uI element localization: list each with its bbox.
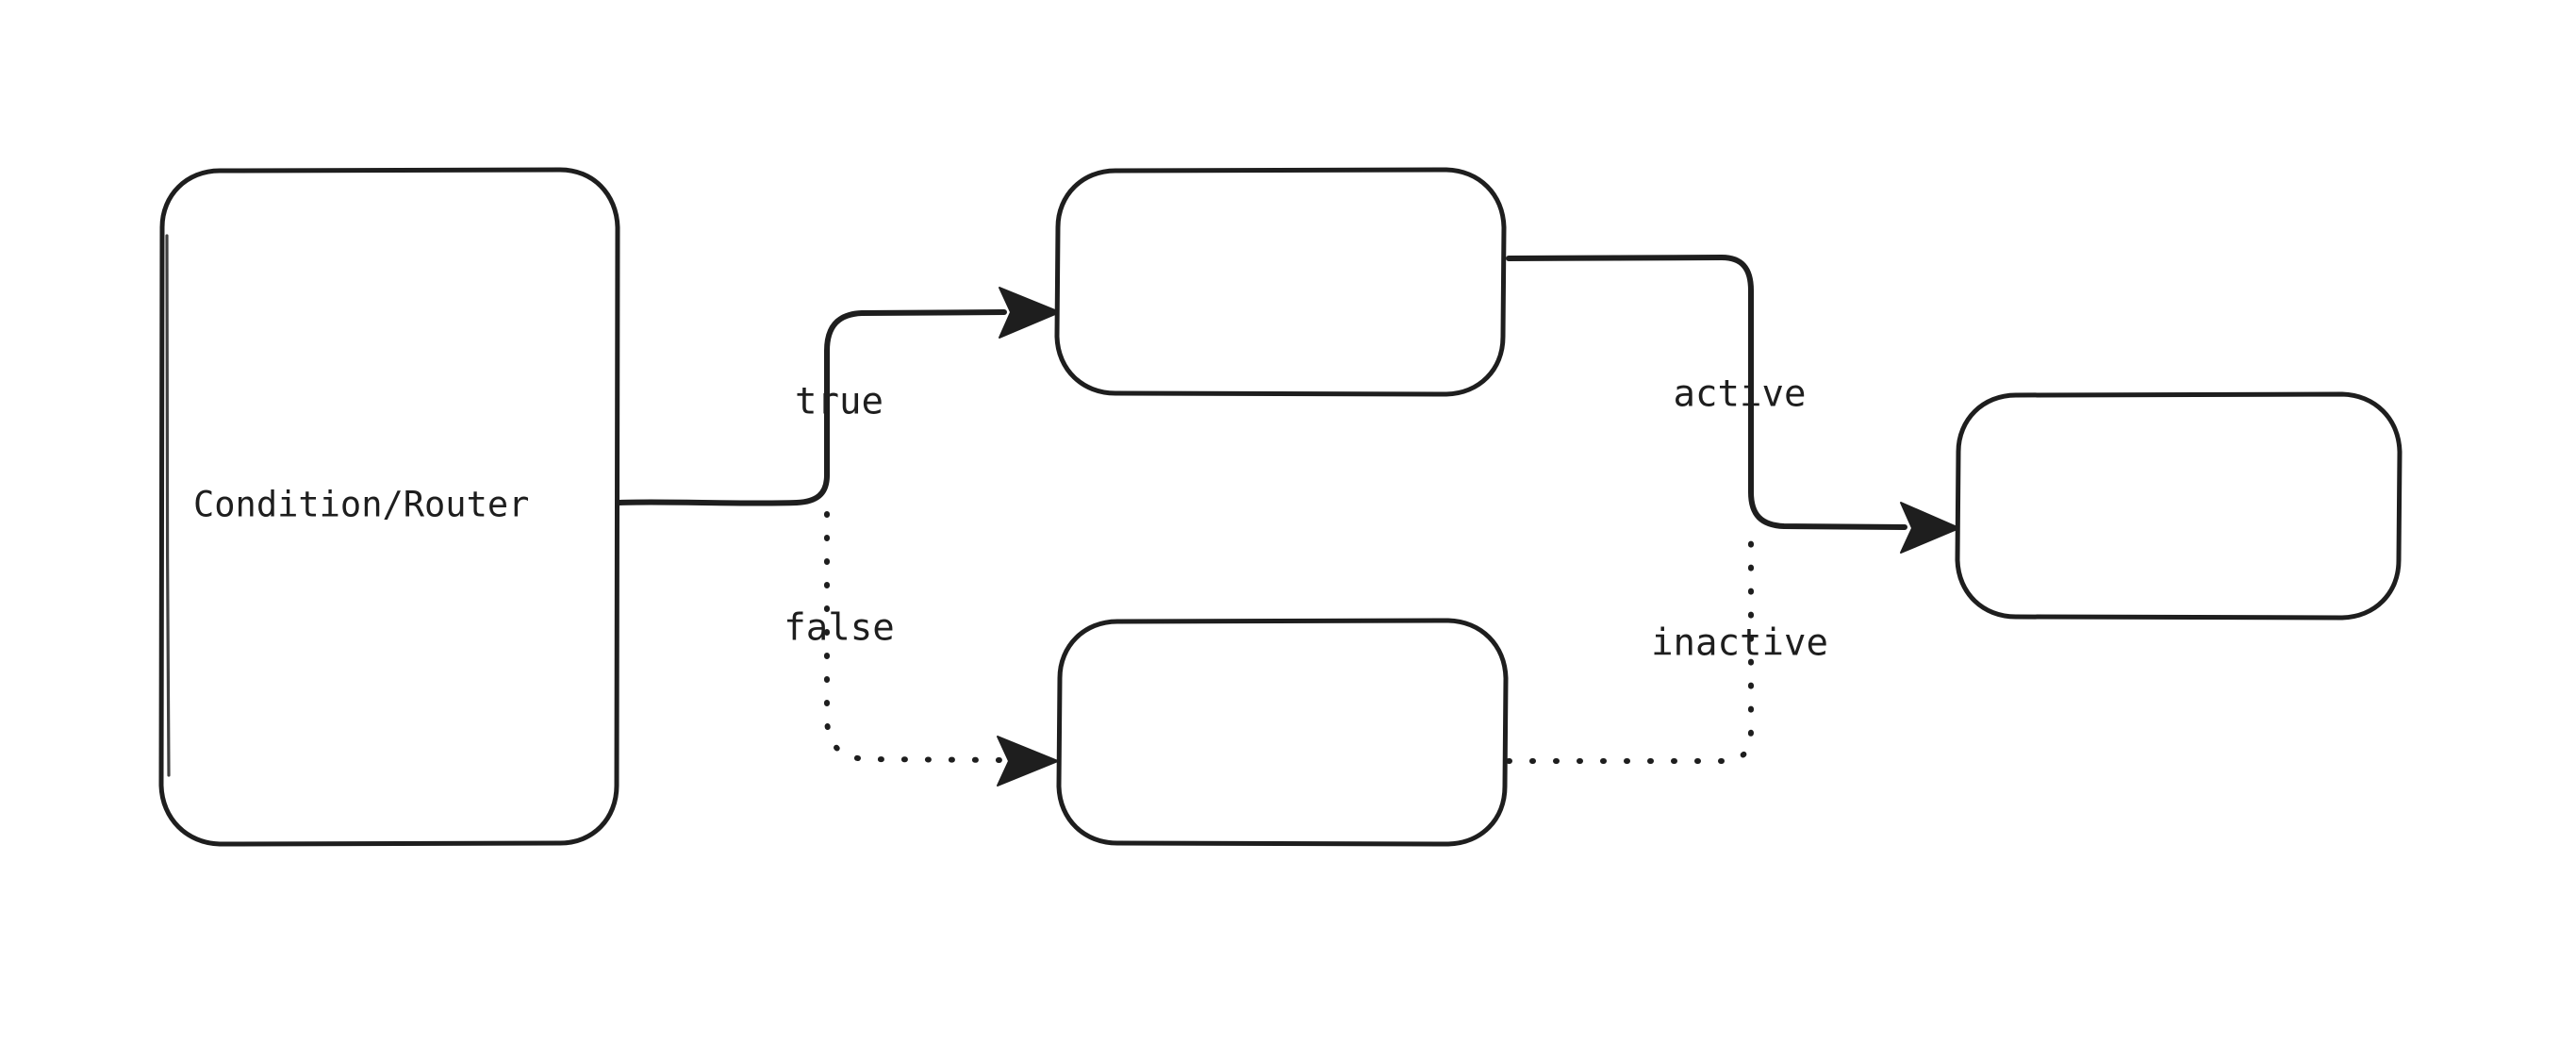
node-false-branch[interactable]	[1056, 618, 1509, 847]
edge-inactive-line	[1506, 539, 1754, 764]
edge-false-arrowhead	[997, 736, 1059, 787]
node-true-branch-shape	[1054, 167, 1507, 397]
node-condition-router-label: Condition/Router	[193, 485, 529, 525]
node-condition-router-shape-sketch	[165, 234, 171, 777]
edge-true-label: true	[795, 381, 883, 423]
edge-inactive[interactable]: inactive	[1506, 539, 1828, 764]
node-condition-router-shape	[158, 167, 620, 847]
node-merge[interactable]	[1955, 391, 2403, 621]
node-condition-router[interactable]: Condition/Router	[158, 167, 620, 847]
edge-active[interactable]: active	[1506, 255, 1960, 554]
node-false-branch-shape	[1056, 618, 1509, 847]
edge-false-line	[824, 511, 1004, 763]
node-true-branch[interactable]	[1054, 167, 1507, 397]
edge-false-label: false	[784, 607, 894, 650]
edge-active-line	[1506, 255, 1907, 530]
node-merge-shape	[1955, 391, 2403, 621]
edge-true-arrowhead	[999, 287, 1061, 339]
edge-true[interactable]: true	[617, 287, 1061, 506]
edge-true-line	[617, 309, 1007, 506]
edge-false[interactable]: false	[784, 511, 1059, 787]
edge-active-arrowhead	[1900, 502, 1960, 554]
edge-inactive-label: inactive	[1651, 622, 1828, 665]
edge-active-label: active	[1674, 373, 1807, 416]
